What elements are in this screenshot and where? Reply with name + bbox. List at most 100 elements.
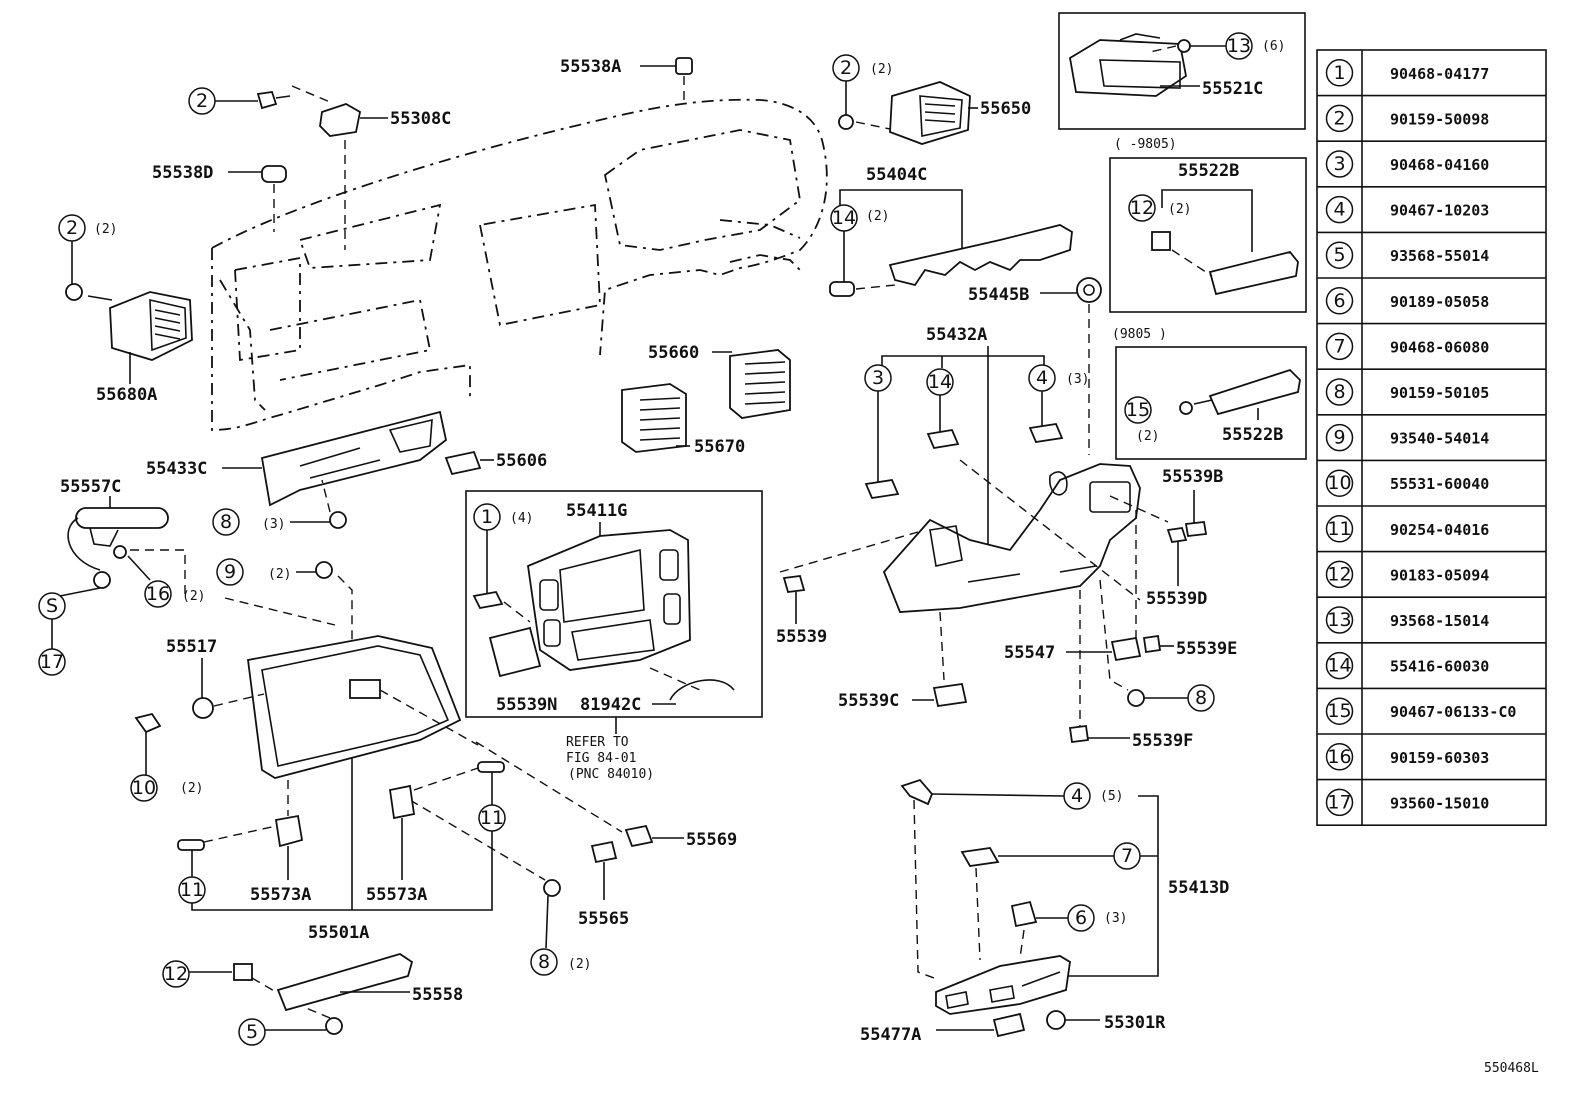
label-55477A: 55477A: [860, 1025, 921, 1045]
callout-8-bot: 8 (2): [530, 879, 591, 976]
callout-6: 6 (3): [1010, 900, 1127, 932]
label-55680A: 55680A: [96, 385, 157, 405]
parts-table-num-circle: [1325, 195, 1354, 224]
part-55538D: 55538D: [152, 163, 287, 232]
parts-table-part: 90468-06080: [1390, 338, 1489, 356]
box-55522B-early: 55522B 12 (2): [1109, 157, 1307, 313]
callout-9-num: 9: [224, 561, 236, 583]
label-55432A: 55432A: [926, 325, 987, 345]
callout-4-mid: 4 (3): [1028, 364, 1089, 443]
parts-table-num-circle: [1325, 332, 1354, 361]
parts-table-num: 9: [1333, 427, 1345, 449]
box-55521C: 55521C 13 (6): [1058, 12, 1306, 130]
callout-3-num: 3: [872, 367, 884, 389]
refer-note: REFER TO FIG 84-01 (PNC 84010): [566, 717, 654, 782]
callout-13-num: 13: [1227, 35, 1251, 57]
parts-table-part: 90468-04160: [1390, 156, 1489, 174]
parts-table-num-circle: [1325, 104, 1354, 133]
label-55670: 55670: [694, 437, 745, 457]
part-55539E: 55539E: [1142, 634, 1237, 659]
label-55660: 55660: [648, 343, 699, 363]
part-55501A: 55501A: [191, 635, 546, 943]
callout-16: 16 (2): [113, 545, 336, 626]
parts-table-num: 4: [1333, 199, 1345, 221]
callout-10: 10 (2): [130, 712, 203, 802]
parts-table-num-circle: [1325, 697, 1354, 725]
parts-table-num: 11: [1327, 518, 1351, 540]
date-range-2: (9805 ): [1112, 327, 1167, 342]
label-55573A-left: 55573A: [250, 885, 311, 905]
callout-17-num: 17: [40, 651, 64, 673]
label-55308C: 55308C: [390, 109, 451, 129]
callout-S-num: S: [46, 595, 58, 617]
label-55501A: 55501A: [308, 923, 369, 943]
part-55538A: 55538A: [560, 57, 693, 104]
callout-1-num: 1: [481, 506, 493, 528]
parts-table-num: 10: [1327, 472, 1351, 494]
parts-table-num: 7: [1333, 335, 1345, 357]
parts-table-part: 93540-54014: [1390, 430, 1489, 448]
parts-table-num: 5: [1333, 244, 1345, 266]
part-55573A-right: 55573A: [366, 784, 427, 905]
parts-table-part: 90468-04177: [1390, 65, 1489, 83]
instrument-panel-drawing: [211, 98, 828, 431]
parts-table-num: 12: [1327, 563, 1351, 585]
parts-table-part: 90189-05058: [1390, 293, 1489, 311]
part-55680A: 55680A: [87, 291, 193, 405]
callout-7: 7: [960, 842, 1158, 870]
part-55547: 55547: [1004, 636, 1142, 663]
part-55558: 55558: [276, 953, 463, 1012]
label-55522B-late: 55522B: [1222, 425, 1283, 445]
parts-table-num-circle: [1325, 788, 1354, 817]
parts-table-num-circle: [1325, 560, 1354, 589]
callout-11-left-num: 11: [180, 879, 204, 901]
parts-table-num: 8: [1333, 381, 1345, 403]
callout-S: S 17: [38, 587, 101, 676]
parts-table-num: 13: [1327, 609, 1351, 631]
label-55539F: 55539F: [1132, 731, 1193, 751]
part-55432A: 55432A: [779, 325, 1169, 730]
parts-table-part: 90183-05094: [1390, 566, 1489, 584]
label-55557C: 55557C: [60, 477, 121, 497]
callout-11-right: 11: [413, 761, 506, 832]
label-55538A: 55538A: [560, 57, 621, 77]
callout-8-mid-qty: (3): [262, 517, 285, 532]
callout-4-mid-num: 4: [1036, 367, 1048, 389]
part-55477A: 55477A: [860, 1012, 1026, 1045]
callout-1: 1 (4): [472, 503, 533, 623]
parts-table-num-circle: [1325, 651, 1354, 680]
label-55539: 55539: [776, 627, 827, 647]
label-55565: 55565: [578, 909, 629, 929]
part-55539C: 55539C: [838, 682, 968, 711]
callout-5: 5: [238, 1007, 343, 1046]
label-55573A-right: 55573A: [366, 885, 427, 905]
parts-table-num: 14: [1327, 655, 1351, 677]
callout-6-qty: (3): [1104, 911, 1127, 926]
part-55539D: 55539D: [1146, 527, 1207, 609]
part-55573A-left: 55573A: [250, 780, 311, 905]
parts-table-num-circle: [1325, 423, 1354, 452]
label-55547: 55547: [1004, 643, 1055, 663]
callout-3: 3: [864, 364, 900, 499]
callout-8-right: 8: [1127, 684, 1215, 712]
parts-table-num-circle: [1325, 743, 1354, 771]
callout-10-qty: (2): [180, 781, 203, 796]
parts-table-part: 90467-06133-C0: [1390, 703, 1516, 721]
part-55413D: 55413D: [913, 795, 1229, 1015]
part-55539: 55539: [776, 575, 827, 647]
parts-table-num: 15: [1327, 700, 1351, 722]
part-55539F: 55539F: [1068, 724, 1193, 751]
part-55301R: 55301R: [1046, 1010, 1166, 1033]
callout-2-top: 2: [188, 87, 291, 115]
parts-table-num: 1: [1333, 62, 1345, 84]
label-55539B: 55539B: [1162, 467, 1223, 487]
callout-15-num: 15: [1126, 399, 1150, 421]
callout-15-qty: (2): [1136, 429, 1159, 444]
parts-table-num-circle: [1325, 287, 1354, 315]
refer-line-1: REFER TO: [566, 735, 629, 750]
callout-8-mid-num: 8: [220, 511, 232, 533]
parts-table-num-circle: [1325, 515, 1354, 543]
parts-table-num: 17: [1327, 791, 1351, 813]
part-55445B: 55445B: [968, 277, 1102, 455]
parts-table-part: 55531-60040: [1390, 475, 1489, 493]
